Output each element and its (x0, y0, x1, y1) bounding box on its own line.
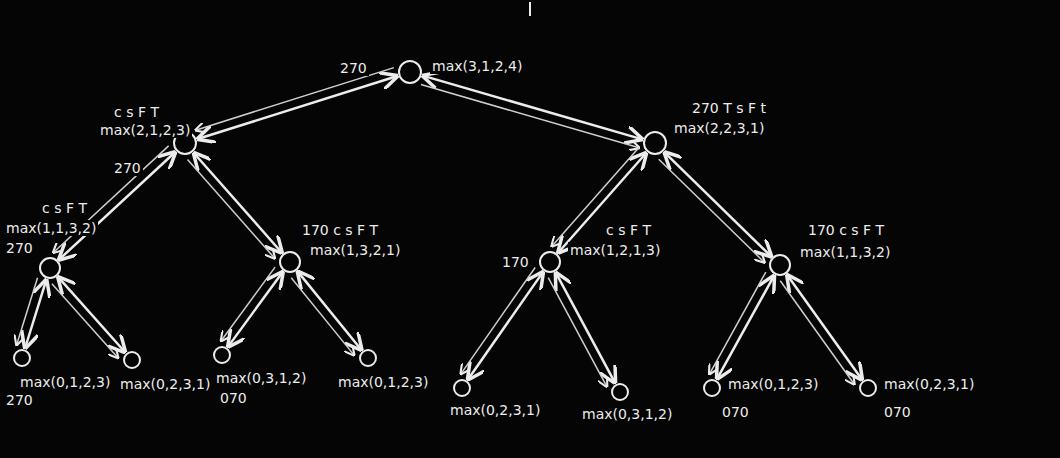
node-label: max(1,1,3,2) (4, 220, 98, 236)
node-label: 270 (112, 160, 143, 176)
traversal-stroke (188, 159, 275, 258)
node-label: 170 c s F T (300, 222, 380, 238)
traversal-stroke (659, 159, 765, 262)
tree-node-circle: max(0,2,3,1)070 (859, 379, 877, 397)
tree-node-circle: c s F Tmax(2,1,2,3)270 (173, 131, 197, 155)
tree-edge (194, 153, 281, 252)
node-label: c s F T (604, 222, 653, 238)
node-label: max(0,3,1,2) (214, 370, 308, 386)
traversal-stroke (421, 85, 639, 148)
tree-node-circle: 170 c s F Tmax(1,3,2,1) (279, 251, 301, 273)
tree-node-circle: max(0,2,3,1) (453, 379, 471, 397)
node-label: 070 (720, 404, 751, 420)
tree-node-circle: max(0,3,1,2)070 (213, 346, 231, 364)
tree-edge (298, 272, 361, 349)
node-label: max(0,1,2,3) (726, 376, 820, 392)
node-label: 170 (500, 254, 531, 270)
node-label: max(3,1,2,4) (430, 58, 524, 74)
tree-edge (25, 280, 46, 347)
traversal-stroke (548, 278, 607, 387)
node-label: 270 (4, 392, 35, 408)
tree-edge (717, 276, 773, 378)
tree-node-circle: max(0,3,1,2) (611, 383, 629, 401)
tree-node-circle: max(0,1,2,3) (359, 349, 377, 367)
node-label: max(0,2,3,1) (118, 376, 212, 392)
node-label: max(0,2,3,1) (882, 376, 976, 392)
tree-edge (788, 276, 862, 379)
tree-node-circle: 170c s F Tmax(1,2,1,3) (539, 251, 561, 273)
traversal-stroke (52, 284, 118, 358)
tree-node-circle: c s F Tmax(1,1,3,2)270 (39, 257, 61, 279)
node-label: max(0,3,1,2) (580, 406, 674, 422)
traversal-stroke (221, 267, 275, 341)
tree-edge (556, 273, 615, 382)
tree-node-circle: max(0,1,2,3)270 (13, 349, 31, 367)
node-label: max(2,1,2,3) (98, 122, 192, 138)
tree-node-circle: max(3,1,2,4)270 (398, 60, 422, 84)
tree-node-circle: max(0,1,2,3)070 (703, 379, 721, 397)
tree-node-circle: max(0,2,3,1) (123, 351, 141, 369)
traversal-stroke (291, 278, 354, 355)
tree-node-circle: 270 T s F tmax(2,2,3,1) (643, 131, 667, 155)
node-label: max(0,2,3,1) (448, 402, 542, 418)
node-label: 270 T s F t (690, 100, 768, 116)
node-label: 070 (218, 390, 249, 406)
node-label: 270 (4, 240, 35, 256)
node-label: max(0,1,2,3) (18, 374, 112, 390)
traversal-stroke (709, 272, 765, 374)
traversal-stroke (780, 281, 854, 384)
traversal-stroke (461, 268, 535, 374)
node-label: 270 (338, 60, 369, 76)
chalk-tick (529, 2, 531, 16)
traversal-stroke (196, 68, 394, 131)
node-label: c s F T (40, 200, 89, 216)
node-label: max(1,3,2,1) (308, 242, 402, 258)
tree-edge (468, 273, 542, 379)
node-label: 170 c s F T (806, 222, 886, 238)
tree-edge (59, 278, 125, 352)
node-label: c s F T (112, 104, 161, 120)
tree-edge (198, 76, 396, 139)
tree-edge (228, 272, 282, 346)
tree-edge (665, 153, 771, 256)
tree-node-circle: 170 c s F Tmax(1,1,3,2) (769, 254, 791, 276)
node-label: max(2,2,3,1) (672, 120, 766, 136)
node-label: max(1,1,3,2) (798, 244, 892, 260)
tree-edge (423, 76, 641, 139)
node-label: max(0,1,2,3) (336, 374, 430, 390)
traversal-stroke (17, 278, 38, 345)
node-label: max(1,2,1,3) (568, 242, 662, 258)
node-label: 070 (882, 404, 913, 420)
